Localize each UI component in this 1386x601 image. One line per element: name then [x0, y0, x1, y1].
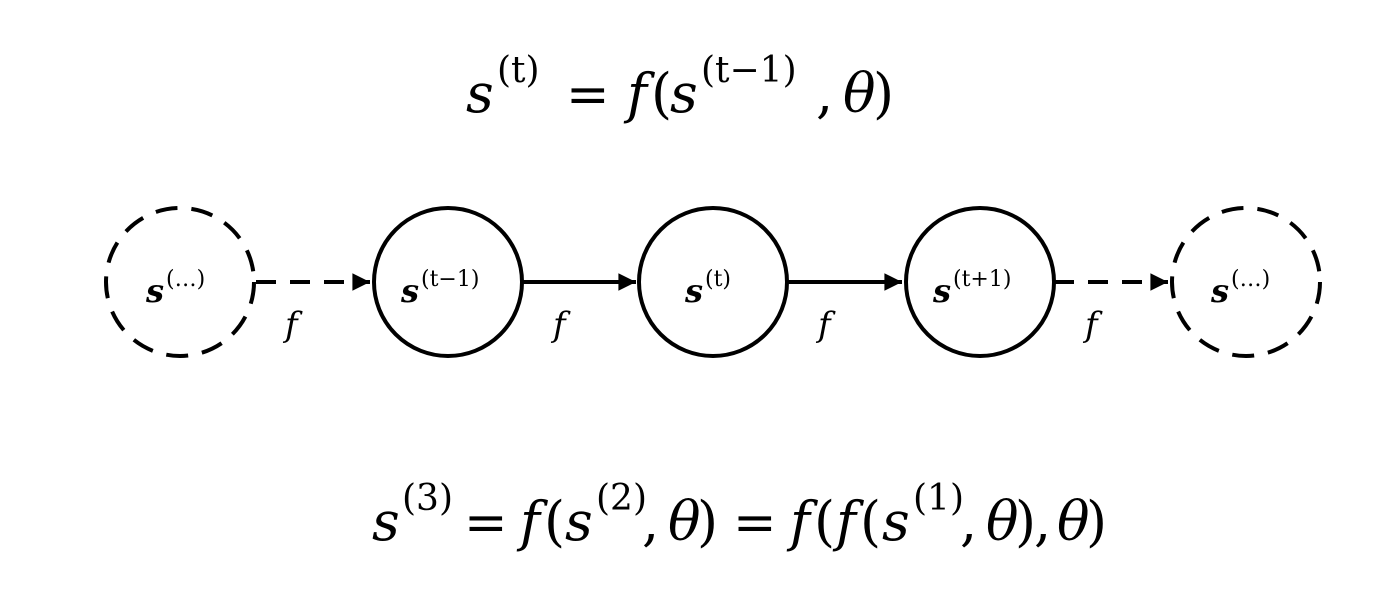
bottom-eq-theta-1: θ	[668, 490, 701, 553]
bottom-eq-theta-3: θ	[1057, 490, 1090, 553]
node-4-base: s	[932, 272, 951, 310]
bottom-eq-close-paren-1: )	[697, 490, 718, 553]
bottom-eq-s1-superscript: (1)	[913, 478, 964, 519]
node-5-base: s	[1210, 272, 1229, 310]
diagram-nodes: s (…) s (t−1) s (t) s (t+1) s (…)	[104, 206, 1322, 358]
top-eq-comma: ,	[816, 62, 833, 125]
edge-4-label: f	[1082, 305, 1103, 345]
bottom-eq-close-paren-3: )	[1086, 490, 1107, 553]
node-t-plus-1: s (t+1)	[904, 206, 1056, 358]
bottom-eq-s2-superscript: (2)	[596, 478, 647, 519]
edge-1: f	[256, 273, 370, 345]
edge-2-label: f	[550, 305, 571, 345]
bottom-eq-s1-base: s	[882, 490, 910, 553]
bottom-eq-comma-3: ,	[1034, 490, 1051, 553]
bottom-eq-lhs-base: s	[372, 490, 400, 553]
bottom-equation: s (3) = f ( s (2) , θ ) = f ( f ( s (1) …	[372, 478, 1107, 553]
edge-4: f	[1054, 273, 1168, 345]
node-3-superscript: (t)	[705, 267, 731, 292]
edge-2: f	[522, 273, 636, 345]
edge-3: f	[788, 273, 902, 345]
bottom-eq-equals-1: =	[464, 493, 508, 553]
bottom-eq-lhs-superscript: (3)	[402, 478, 453, 519]
top-eq-theta: θ	[843, 62, 876, 125]
bottom-eq-theta-2: θ	[986, 490, 1019, 553]
top-eq-arg-base: s	[670, 62, 698, 125]
bottom-eq-comma-1: ,	[642, 490, 659, 553]
node-t: s (t)	[637, 206, 789, 358]
top-eq-equals: =	[566, 65, 610, 125]
node-3-base: s	[684, 272, 703, 310]
top-eq-open-paren: (	[651, 62, 672, 125]
top-eq-arg-superscript: (t−1)	[701, 50, 797, 91]
bottom-eq-s2-base: s	[565, 490, 593, 553]
node-2-superscript: (t−1)	[421, 267, 479, 292]
node-2-base: s	[400, 272, 419, 310]
node-next-ellipsis: s (…)	[1170, 206, 1322, 358]
node-1-superscript: (…)	[166, 267, 205, 292]
edge-1-label: f	[282, 305, 303, 345]
top-eq-close-paren: )	[873, 62, 894, 125]
bottom-eq-close-paren-2: )	[1015, 490, 1036, 553]
bottom-eq-open-paren-1: (	[544, 490, 565, 553]
node-5-superscript: (…)	[1231, 267, 1270, 292]
node-t-minus-1: s (t−1)	[372, 206, 524, 358]
edge-3-label: f	[815, 305, 836, 345]
node-1-base: s	[145, 272, 164, 310]
bottom-eq-open-paren-2: (	[814, 490, 835, 553]
bottom-eq-open-paren-3: (	[860, 490, 881, 553]
node-previous-ellipsis: s (…)	[104, 206, 256, 358]
top-eq-lhs-base: s	[466, 62, 494, 125]
bottom-eq-equals-2: =	[733, 493, 777, 553]
top-eq-lhs-superscript: (t)	[497, 50, 540, 91]
node-4-superscript: (t+1)	[953, 267, 1011, 292]
top-equation: s (t) = f ( s (t−1) , θ )	[466, 50, 894, 125]
bottom-eq-comma-2: ,	[960, 490, 977, 553]
